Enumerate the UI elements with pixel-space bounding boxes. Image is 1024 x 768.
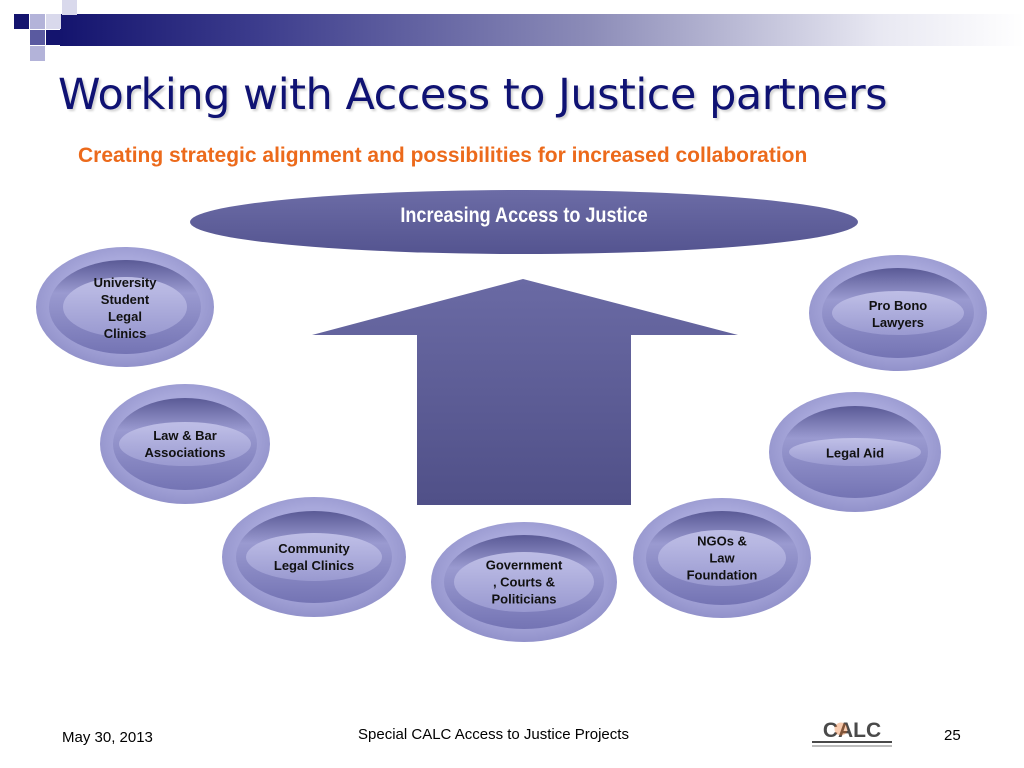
header-square <box>30 30 45 45</box>
page-number: 25 <box>944 727 961 744</box>
partner-label-university: University Student Legal Clinics <box>93 275 157 341</box>
partner-node-pro-bono <box>809 255 987 371</box>
goal-banner-label: Increasing Access to Justice <box>400 204 648 227</box>
partner-label-government: Government , Courts & Politicians <box>485 557 563 607</box>
partner-node-community <box>222 497 406 617</box>
footer-date: May 30, 2013 <box>62 729 153 746</box>
partner-label-legal-aid: Legal Aid <box>825 445 885 461</box>
partner-label-pro-bono: Pro Bono Lawyers <box>868 298 928 330</box>
header-square <box>46 14 61 29</box>
goal-banner <box>190 190 858 254</box>
slide-subtitle: Creating strategic alignment and possibi… <box>78 144 808 167</box>
partner-node-law-bar <box>100 384 270 504</box>
slide-title: Working with Access to Justice partners <box>58 70 888 120</box>
partner-node-government <box>431 522 617 642</box>
header-square <box>14 14 29 29</box>
up-arrow <box>312 279 738 505</box>
header-square <box>30 46 45 61</box>
header-square <box>46 30 61 45</box>
header-square <box>30 14 45 29</box>
header-gradient-band <box>60 14 1024 46</box>
calc-logo: CALC <box>812 719 892 747</box>
partner-node-legal-aid <box>769 392 941 512</box>
partner-label-law-bar: Law & Bar Associations <box>144 428 226 460</box>
header-square <box>62 0 77 15</box>
calc-logo-text: CALC <box>823 719 881 742</box>
partner-label-ngos: NGOs & Law Foundation <box>686 533 758 583</box>
partner-node-university <box>36 247 214 367</box>
footer-title: Special CALC Access to Justice Projects <box>358 726 629 743</box>
partner-label-community: Community Legal Clinics <box>273 541 355 573</box>
partner-node-ngos <box>633 498 811 618</box>
